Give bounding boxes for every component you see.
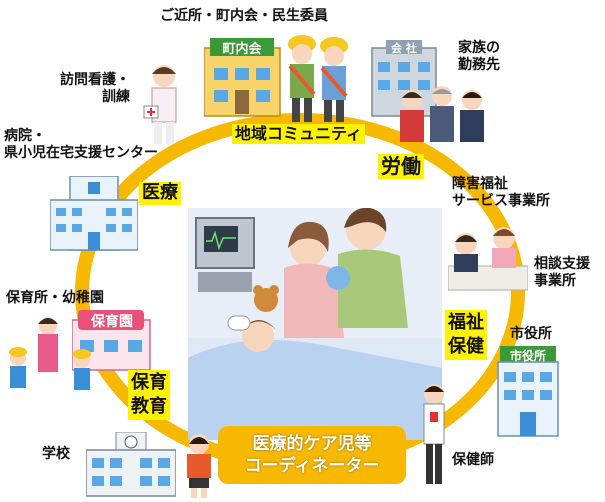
nursery-sign: 保育園	[91, 314, 133, 330]
volunteer-people-icon	[282, 32, 354, 124]
category-childcare-education: 保育 教育	[128, 370, 170, 420]
category-community: 地域コミュニティ	[232, 124, 366, 145]
label-neighborhood: ご近所・町内会・民生委員	[160, 8, 328, 24]
town-hall-sign: 町内会	[222, 42, 262, 57]
category-labor: 労働	[378, 154, 424, 179]
label-visit-nursing: 訪問看護・ 訓練	[60, 72, 130, 105]
city-hall-building-icon	[490, 346, 566, 438]
label-city-hall: 市役所	[510, 326, 552, 342]
label-consultation-support: 相談支援 事業所	[534, 256, 590, 289]
label-disability-service: 障害福祉 サービス事業所	[452, 176, 550, 209]
town-hall-building-icon	[203, 34, 284, 118]
category-medical: 医療	[139, 182, 181, 205]
children-teacher-icon	[6, 316, 102, 394]
company-sign: 会 社	[391, 42, 417, 55]
label-school: 学校	[42, 446, 70, 462]
hospital-building-icon	[49, 175, 139, 252]
coordinator-line-1: 医療的ケア児等	[252, 434, 372, 454]
center-illustration	[188, 207, 442, 440]
city-hall-sign: 市役所	[509, 349, 546, 363]
nurse-icon	[140, 62, 184, 146]
coordinator-line-2: コーディネーター	[244, 456, 380, 476]
schoolgirl-icon	[182, 432, 216, 498]
school-building-icon	[85, 431, 177, 498]
label-family-work: 家族の 勤務先	[458, 40, 500, 73]
coordinator-label-box: 医療的ケア児等 コーディネーター	[218, 426, 406, 484]
health-nurse-icon	[418, 382, 450, 486]
consultation-scene-icon	[447, 222, 529, 292]
category-welfare-health: 福祉 保健	[445, 310, 487, 360]
label-nursery: 保育所・幼稚園	[6, 290, 104, 306]
label-hospital: 病院・ 県小児在宅支援センター	[4, 128, 158, 161]
office-workers-icon	[396, 86, 488, 144]
label-public-health-nurse: 保健師	[452, 452, 494, 468]
